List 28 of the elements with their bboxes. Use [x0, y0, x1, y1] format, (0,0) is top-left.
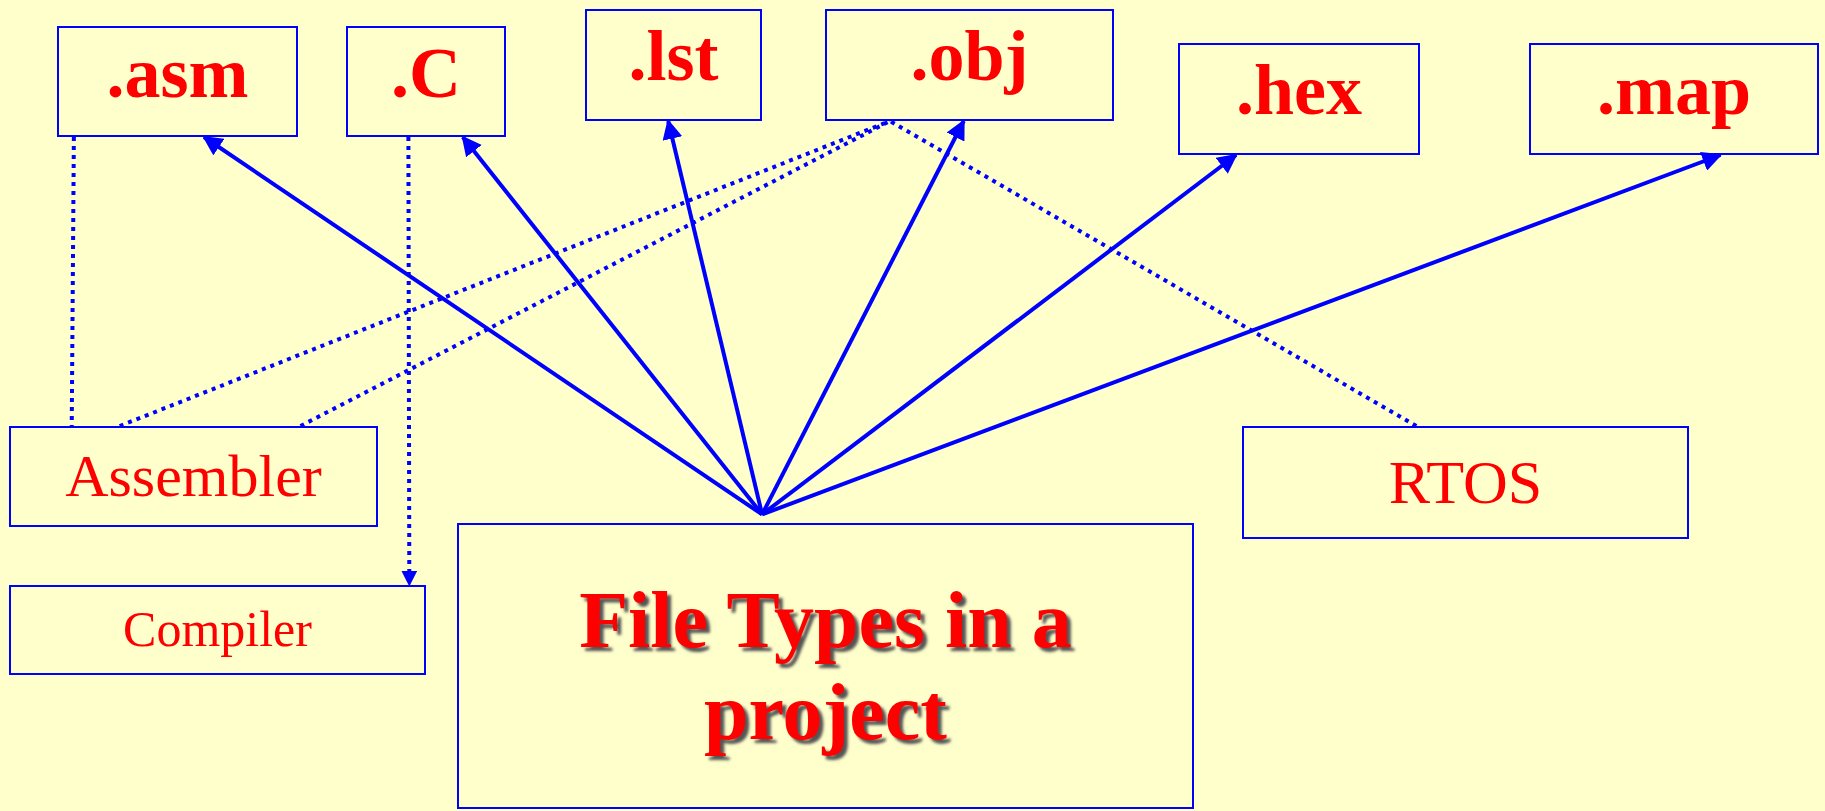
dotted-line [299, 119, 891, 428]
label-text: Assembler [65, 442, 322, 511]
label-text: .asm [106, 32, 249, 115]
dotted-line [118, 119, 891, 428]
label-text: Compiler [123, 601, 312, 659]
label-text: .map [1597, 49, 1751, 132]
arrow [760, 153, 1238, 516]
dotted-line [889, 119, 1418, 428]
box [585, 9, 762, 121]
label-text: .C [391, 32, 461, 115]
title-text: File Types in a project [578, 575, 1073, 758]
box [1242, 426, 1689, 539]
box [346, 26, 506, 137]
box [9, 426, 378, 527]
label-text: .obj [910, 15, 1029, 98]
box [9, 585, 426, 675]
arrow [761, 151, 1723, 517]
box [57, 26, 298, 137]
box [1529, 43, 1819, 155]
label-text: RTOS [1388, 446, 1543, 518]
box [457, 523, 1194, 809]
arrow [401, 137, 418, 587]
arrow [461, 135, 764, 516]
label-text: .hex [1236, 49, 1362, 132]
label-text: .lst [628, 15, 719, 98]
box [825, 9, 1114, 121]
dotted-line [69, 137, 76, 426]
box [1178, 43, 1420, 155]
